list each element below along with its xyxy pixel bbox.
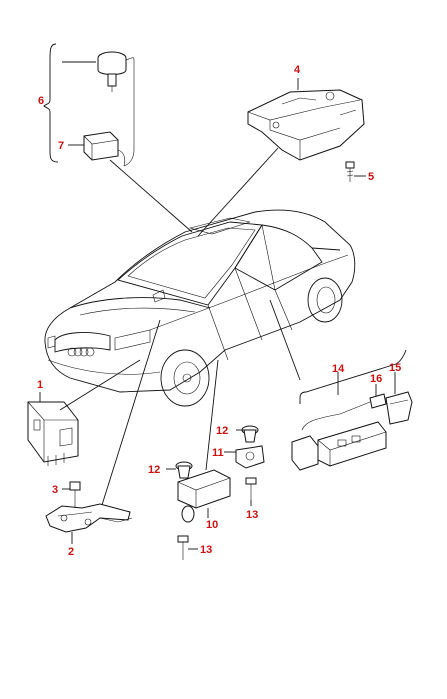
callout-13a: 13	[246, 509, 258, 521]
callout-3: 3	[52, 484, 58, 496]
callout-16: 16	[370, 373, 382, 385]
callout-5: 5	[368, 171, 374, 183]
audi-rings-icon	[67, 347, 95, 357]
callout-15: 15	[389, 362, 401, 374]
screw-icon	[245, 477, 257, 506]
sensor-icon	[43, 43, 135, 167]
clip-icon	[236, 425, 259, 443]
car-outline-icon	[44, 209, 356, 407]
leader-1	[59, 359, 141, 411]
callout-12b: 12	[148, 464, 160, 476]
callout-10: 10	[206, 519, 218, 531]
callout-7: 7	[58, 140, 64, 152]
leader-6-7	[109, 159, 193, 233]
control-unit-icon	[27, 392, 79, 466]
callout-2: 2	[68, 546, 74, 558]
bracket-icon	[224, 445, 265, 469]
lock-actuator-icon	[177, 359, 231, 523]
callout-4: 4	[294, 64, 301, 76]
callout-11: 11	[212, 447, 224, 459]
control-unit-icon	[68, 131, 126, 167]
screw-icon	[62, 481, 81, 508]
bracket-icon	[45, 503, 133, 544]
screw-icon	[177, 535, 198, 560]
callout-13b: 13	[200, 544, 212, 556]
callout-1: 1	[37, 379, 43, 391]
leader-2	[101, 319, 161, 506]
leader-4	[197, 147, 279, 237]
callout-6: 6	[38, 95, 44, 107]
clip-icon	[166, 461, 193, 479]
callout-12a: 12	[216, 425, 228, 437]
lock-actuator-icon	[247, 78, 365, 161]
wiring-harness-icon	[269, 299, 413, 471]
screw-icon	[345, 161, 366, 182]
callout-14: 14	[332, 363, 345, 375]
